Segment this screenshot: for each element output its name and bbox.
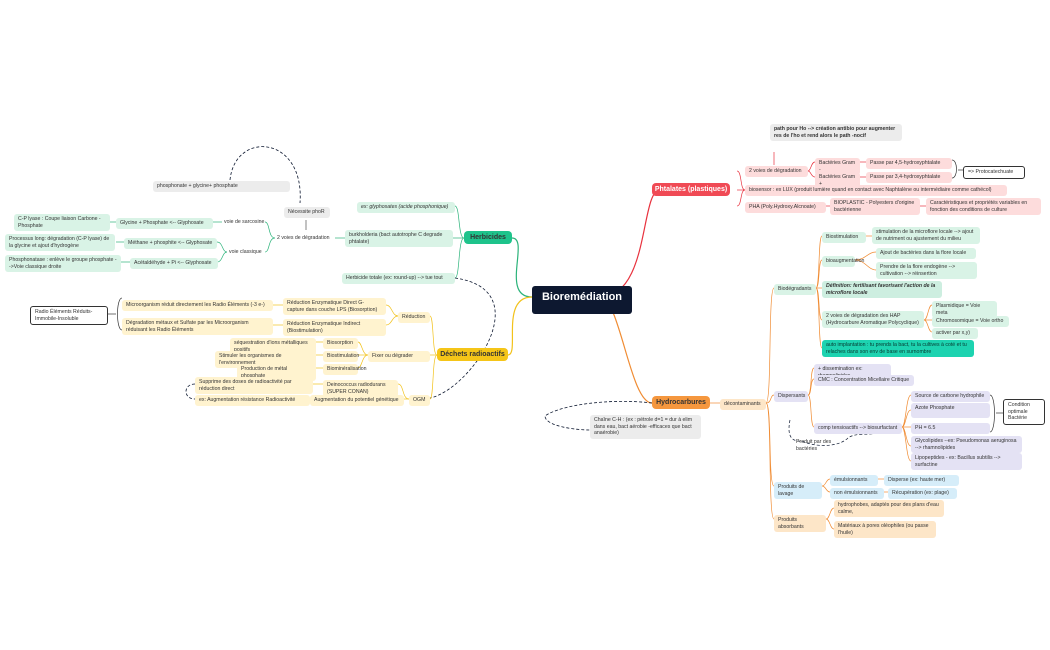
hydro-chaine-node[interactable]: Chaîne C-H : (ex : pétrole d=1 = dur à e… [590,415,701,439]
hydro-recup-node[interactable]: Récupération (ex: plage) [888,488,957,499]
hydro-condition-node[interactable]: Condition optimale Bactérie [1003,399,1045,425]
dechets-augm-res-node[interactable]: ex: Augmentation résistance Radioactivit… [195,395,310,406]
hydro-azote-node[interactable]: Azote Phosphate [911,403,990,418]
hydro-disperse-node[interactable]: Disperse (ex: haute mer) [884,475,959,486]
hydro-produit-bact-node[interactable]: Produit par des bactéries [796,439,832,452]
herbicide-voies-node[interactable]: 2 voies de dégradation [277,235,330,241]
phtalates-biosensor-node[interactable]: biosensor : ex LUX (produit lumière quan… [745,185,1007,196]
branch-herbicides[interactable]: Herbicides [464,231,512,244]
central-topic[interactable]: Bioremédiation [532,286,632,314]
herbicide-totale-node[interactable]: Herbicide totale (ex: round-up) --> tue … [342,273,455,284]
hydro-lavage-node[interactable]: Produits de lavage [774,482,822,500]
hydro-bioaug-node[interactable]: bioaugmentation [822,256,864,267]
phtalates-gram-minus-node[interactable]: Bactéries Gram - [815,158,860,176]
dechets-biosorption-node[interactable]: Biosorption [323,338,358,349]
hydro-hap-node[interactable]: 2 voies de dégradation des HAP (Hydrocar… [822,311,924,329]
herbicide-methane-node[interactable]: Méthane + phosphite <-- Glyphosate [124,238,217,249]
hydro-emuls-node[interactable]: émulsionnants [830,475,878,486]
dechets-fixer-node[interactable]: Fixer ou dégrader [368,351,430,362]
dechets-radio-note[interactable]: Radio Éléments Réduits-Immobile-Insolubl… [30,306,108,326]
hydro-absorbants-node[interactable]: Produits absorbants [774,515,826,533]
phtalates-gram-plus-node[interactable]: Bactéries Gram + [815,172,860,190]
hydro-non-emuls-node[interactable]: non émulsionnants [830,488,884,499]
hydro-plasmidique-node[interactable]: Plasmidique = Voie meta [932,301,997,319]
hydro-hydrophobes-node[interactable]: hydrophobes, adaptés pour des plans d'ea… [834,500,944,518]
dechets-stimuler-node[interactable]: Stimuler les organismes de l'environneme… [215,351,316,369]
branch-hydrocarbures[interactable]: Hydrocarbures [652,396,710,409]
dechets-deino-node[interactable]: Deinococcus radiodurans (SUPER CONAN) [323,380,398,398]
herbicide-sarcosine-node[interactable]: voie de sarcosine [224,219,265,225]
hydro-ph-node[interactable]: PH = 6.5 [911,423,990,434]
hydro-biostim-node[interactable]: Biostimulation [822,232,866,243]
phtalates-protoca-node[interactable]: => Protocatechuate [963,166,1025,179]
hydro-materiaux-node[interactable]: Matériaux à pores oléophiles (ou passe l… [834,521,936,539]
herbicide-glycine-node[interactable]: Glycine + Phosphate <-- Glyphosate [116,218,213,229]
phtalates-pha-node[interactable]: PHA (Poly.Hydroxy.Alcnoate) [745,202,826,213]
dechets-augm-pot-node[interactable]: Augmentation du potentiel génétique [310,395,404,406]
dechets-degradation-node[interactable]: Dégradation métaux et Sulfate par les Mi… [122,318,273,336]
hydro-cmc-node[interactable]: CMC : Concentration Micellaire Critique [814,375,914,386]
hydro-glyco-node[interactable]: Glycolipides --ex: Pseudomonas aeruginos… [911,436,1022,454]
phtalates-carac-node[interactable]: Caractéristiques et propriétés variables… [926,198,1041,216]
phtalates-path-note[interactable]: path pour Ho --> création antibio pour a… [770,124,902,142]
dechets-biomin-node[interactable]: Biominéralisation [323,364,367,375]
hydro-lipo-node[interactable]: Lipopeptides - ex: Bacillus subtilis -->… [911,453,1022,471]
hydro-chromo-node[interactable]: Chromosomique = Voie ortho [932,316,1009,327]
herbicide-necessite-node[interactable]: Nécessite phoR [284,207,330,218]
phtalates-bioplastic-node[interactable]: BIOPLASTIC - Polyesters d'origine bactér… [830,198,920,216]
phtalates-passe45-node[interactable]: Passe par 4,5-hydroxyphtalate [866,158,952,169]
dechets-biostimulation-node[interactable]: Biostimulation [323,351,359,362]
dechets-micro-node[interactable]: Microorganism réduit directement les Rad… [122,300,273,311]
hydro-dispersants-node[interactable]: Dispersants [774,391,808,402]
hydro-source-node[interactable]: Source de carbone hydrophile [911,391,990,402]
phtalates-voies-node[interactable]: 2 voies de dégradation [745,166,808,177]
hydro-ajout-node[interactable]: Ajout de bactéries dans la flore locale [876,248,976,259]
hydro-decont-node[interactable]: décontaminants [720,399,766,410]
hydro-biodeg-node[interactable]: Biodégradants [774,284,816,295]
hydro-biostim-desc-node[interactable]: stimulation de la microflore locale --> … [872,227,980,245]
dechets-red-direct-node[interactable]: Réduction Enzymatique Direct G- capture … [283,298,386,316]
herbicide-acetaldehyde-node[interactable]: Acétaldéhyde + Pi <-- Glyphosate [130,258,218,269]
hydro-comp-node[interactable]: comp tensioactifs --> biosurfactant [814,423,902,434]
hydro-prendre-node[interactable]: Prendre de la flore endogène --> cultiva… [876,262,977,280]
hydro-definition-node[interactable]: Définition: fertilisant favorisant l'act… [822,281,942,299]
herbicide-burkholderia-node[interactable]: burkholderia (bact autotrophe C degrade … [345,230,453,248]
herbicide-phosphonatase-node[interactable]: Phosphonatase : enlève le groupe phospha… [5,255,121,273]
dechets-red-indirect-node[interactable]: Réduction Enzymatique Indirect (Biostimu… [283,319,386,337]
dechets-ogm-node[interactable]: OGM [409,395,430,406]
herbicide-processus-node[interactable]: Processus long: dégradation (C-P lyase) … [5,234,115,252]
herbicide-phosphonate-node[interactable]: phosphonate + glycine+ phosphate [153,181,290,192]
herbicide-glyphosates-node[interactable]: ex: glyphosates (acide phosphonique) [357,202,455,213]
branch-dechets-radioactifs[interactable]: Déchets radioactifs [437,348,508,361]
branch-phtalates[interactable]: Phtalates (plastiques) [652,183,730,196]
hydro-activer-node[interactable]: activer par x,y) [932,328,978,339]
herbicide-classique-node[interactable]: voie classique [229,249,262,255]
dechets-reduction-node[interactable]: Réduction [398,312,430,323]
dechets-production-node[interactable]: Production de métal phosphate [237,364,316,382]
hydro-auto-node[interactable]: auto implantation : tu prends la bact, t… [822,340,974,358]
dechets-supprime-node[interactable]: Supprime des doses de radioactivité par … [195,377,313,395]
phtalates-passe34-node[interactable]: Passe par 3,4-hydroxyphtalate [866,172,952,183]
herbicide-cp-lyase-node[interactable]: C-P lyase : Coupe liaison Carbone - Phos… [14,214,110,232]
dechets-sequestration-node[interactable]: séquestration d'ions métalliques positif… [230,338,316,356]
